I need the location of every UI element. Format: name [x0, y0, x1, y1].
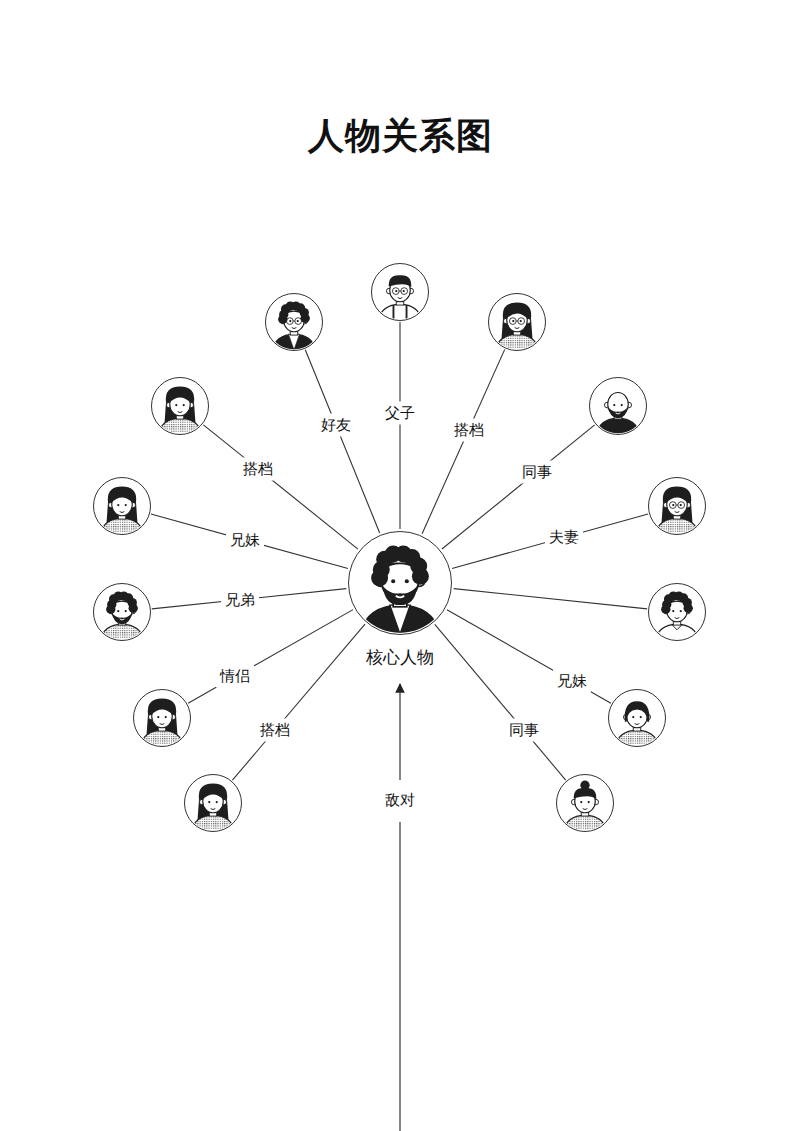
relation-label: 同事 [505, 718, 543, 741]
relation-label: 夫妻 [545, 526, 583, 549]
relation-label: 情侣 [216, 665, 254, 688]
person-avatar [608, 689, 666, 747]
avatar-illustration [590, 378, 646, 434]
relation-label: 兄弟 [221, 588, 259, 611]
person-avatar [184, 774, 242, 832]
avatar-illustration [266, 294, 322, 350]
person-avatar [589, 377, 647, 435]
relation-line [305, 350, 379, 533]
avatar-illustration [94, 478, 150, 534]
relation-line [442, 425, 595, 549]
person-avatar [93, 583, 151, 641]
relation-line [452, 514, 648, 569]
enemy-line [399, 822, 400, 1131]
person-avatar [133, 689, 191, 747]
person-avatar [151, 377, 209, 435]
relation-line [399, 322, 400, 529]
relation-line [232, 624, 365, 780]
relation-line [454, 589, 647, 609]
relation-line [422, 349, 505, 533]
avatar-illustration [134, 690, 190, 746]
enemy-arrow [399, 684, 400, 780]
avatar-illustration [94, 584, 150, 640]
relation-line [151, 514, 348, 569]
relation-label: 好友 [317, 414, 355, 437]
relation-line [435, 624, 566, 780]
relation-label: 兄妹 [553, 669, 591, 692]
relation-label: 搭档 [450, 418, 488, 441]
avatar-illustration [649, 478, 705, 534]
avatar-illustration [609, 690, 665, 746]
avatar-illustration [349, 532, 451, 634]
core-person-avatar: 核心人物 [348, 531, 452, 635]
person-avatar [93, 477, 151, 535]
relation-line [447, 610, 611, 703]
avatar-illustration [649, 584, 705, 640]
person-avatar [648, 583, 706, 641]
relation-label: 同事 [518, 460, 556, 483]
relation-label: 兄妹 [226, 529, 264, 552]
relation-label: 搭档 [239, 457, 277, 480]
person-avatar [556, 774, 614, 832]
relation-label: 父子 [381, 402, 419, 425]
title: 人物关系图 [0, 112, 800, 161]
avatar-illustration [152, 378, 208, 434]
person-avatar [648, 477, 706, 535]
avatar-illustration [185, 775, 241, 831]
node-label: 核心人物 [366, 646, 434, 669]
relation-line [188, 610, 353, 704]
person-avatar [265, 293, 323, 351]
avatar-illustration [489, 294, 545, 350]
relation-label: 搭档 [256, 718, 294, 741]
avatar-illustration [372, 264, 428, 320]
relation-label: 敌对 [381, 789, 419, 812]
person-avatar [371, 263, 429, 321]
avatar-illustration [557, 775, 613, 831]
person-avatar [488, 293, 546, 351]
